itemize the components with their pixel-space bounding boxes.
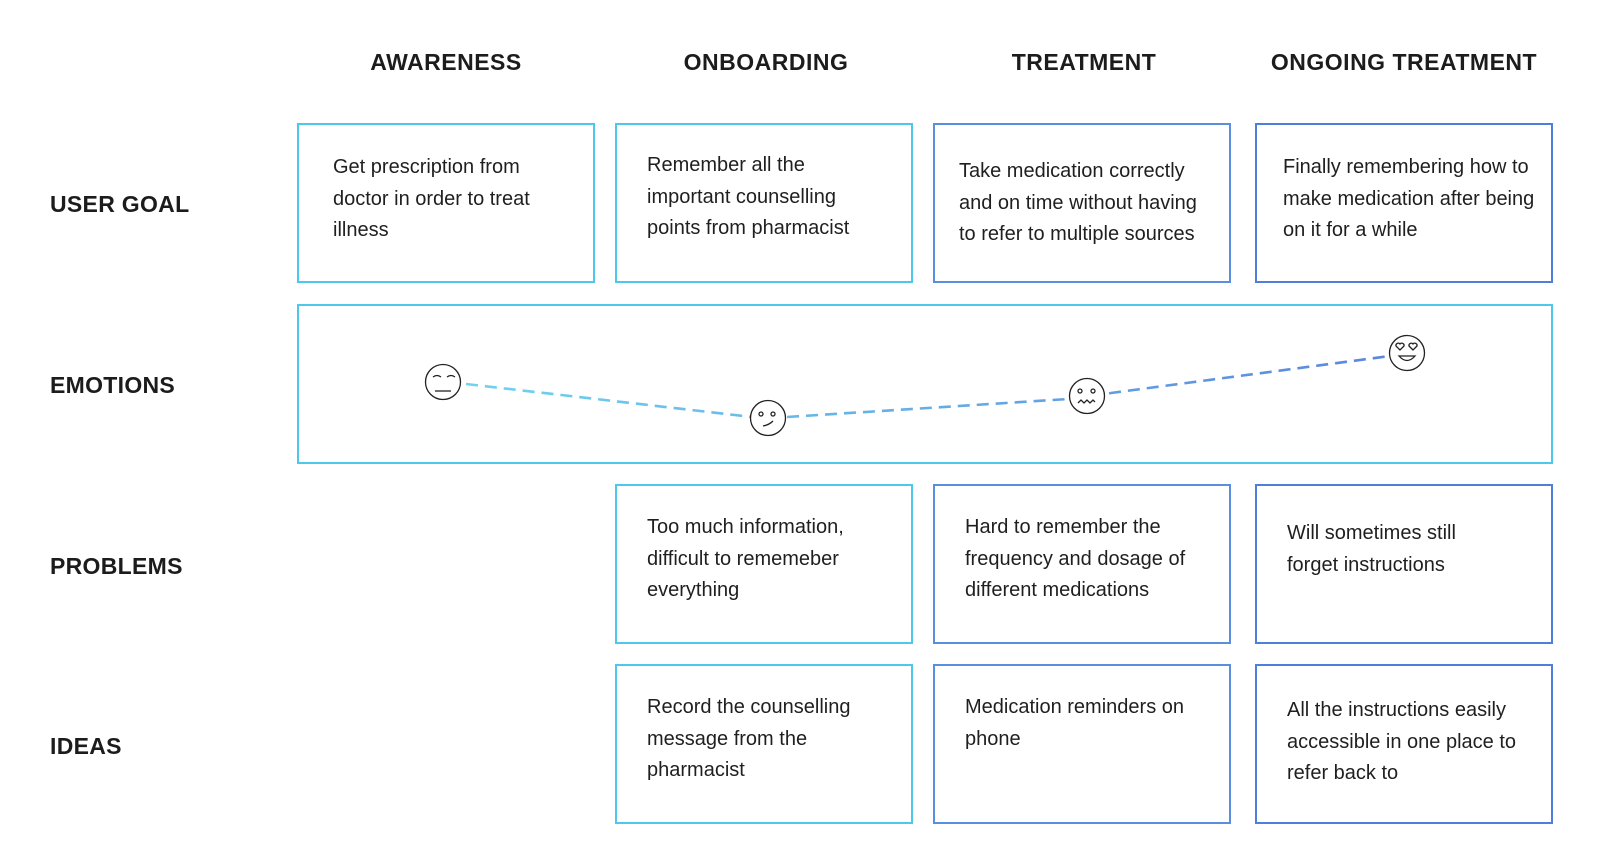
emotion-line [465, 354, 1391, 419]
stage-header-onboarding: ONBOARDING [683, 49, 849, 75]
heart-eyes-face-icon [1388, 334, 1426, 372]
user-goal-text: Take medication correctly and on time wi… [959, 160, 1197, 245]
emotions-band [297, 304, 1553, 464]
idea-text: Medication reminders on phone [965, 696, 1184, 750]
problem-card-onboarding: Too much information, difficult to remem… [615, 484, 913, 644]
idea-text: All the instructions easily accessible i… [1287, 699, 1517, 784]
user-goal-card-ongoing-treatment: Finally remembering how to make medicati… [1255, 123, 1553, 283]
row-label-problems: PROBLEMS [50, 553, 183, 579]
stage-header-ongoing-treatment: ONGOING TREATMENT [1270, 49, 1538, 75]
problem-card-treatment: Hard to remember the frequency and dosag… [933, 484, 1231, 644]
unamused-face-icon [424, 363, 462, 401]
stage-header-treatment: TREATMENT [1011, 49, 1157, 75]
problem-text: Will sometimes still forget instructions [1287, 522, 1456, 576]
idea-card-treatment: Medication reminders on phone [933, 664, 1231, 824]
problem-card-ongoing-treatment: Will sometimes still forget instructions [1255, 484, 1553, 644]
worried-face-icon [1068, 377, 1106, 415]
idea-card-onboarding: Record the counselling message from the … [615, 664, 913, 824]
row-label-user-goal: USER GOAL [50, 191, 190, 217]
stage-header-awareness: AWARENESS [370, 49, 522, 75]
idea-text: Record the counselling message from the … [647, 696, 851, 781]
user-goal-card-onboarding: Remember all the important counselling p… [615, 123, 913, 283]
problem-text: Too much information, difficult to remem… [647, 516, 844, 601]
user-goal-text: Finally remembering how to make medicati… [1283, 156, 1535, 241]
user-goal-card-treatment: Take medication correctly and on time wi… [933, 123, 1231, 283]
row-label-ideas: IDEAS [50, 733, 122, 759]
user-goal-card-awareness: Get prescription from doctor in order to… [297, 123, 595, 283]
user-goal-text: Remember all the important counselling p… [647, 154, 850, 239]
row-label-emotions: EMOTIONS [50, 372, 176, 398]
confused-face-icon [749, 399, 787, 437]
idea-card-ongoing-treatment: All the instructions easily accessible i… [1255, 664, 1553, 824]
problem-text: Hard to remember the frequency and dosag… [965, 516, 1186, 601]
user-goal-text: Get prescription from doctor in order to… [333, 156, 530, 241]
